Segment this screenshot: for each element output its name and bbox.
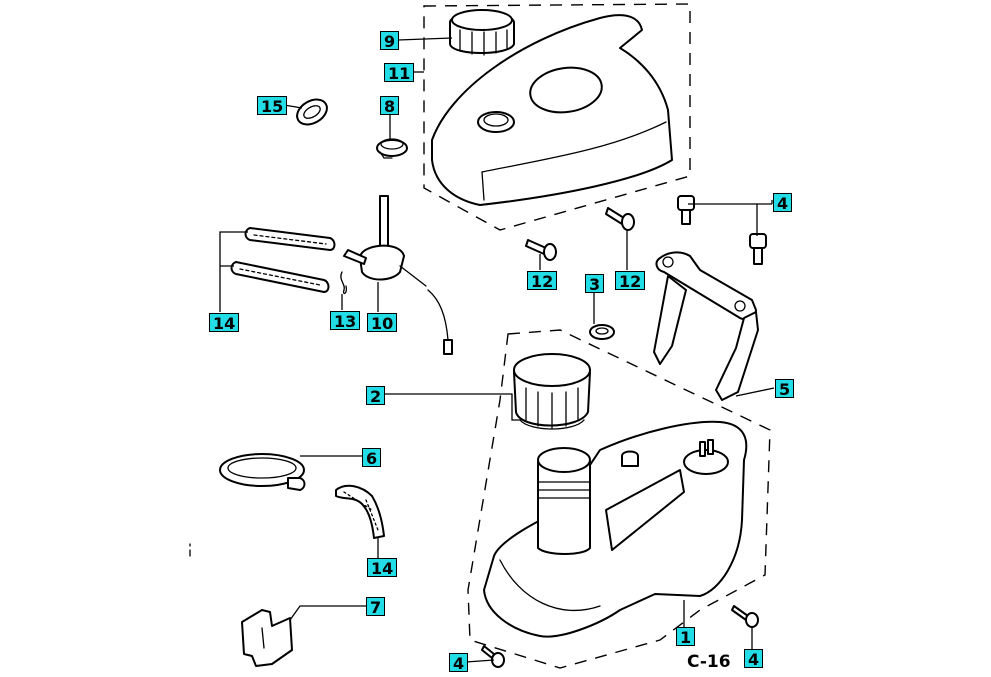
callout-13[interactable]: 13 (330, 311, 361, 331)
fuel-tank-part (483, 420, 748, 638)
callout-5[interactable]: 5 (775, 379, 795, 399)
callout-4-bottom-left[interactable]: 4 (449, 653, 469, 673)
upper-fuel-cap-part (449, 9, 515, 56)
callout-15[interactable]: 15 (257, 96, 288, 116)
callout-10[interactable]: 10 (367, 313, 398, 333)
lower-group-boundary (467, 329, 771, 669)
callout-12-left[interactable]: 12 (527, 271, 558, 291)
grommet-part (296, 98, 328, 126)
screw-right-part (605, 207, 635, 231)
bolt-bottom-right-part (731, 605, 759, 628)
callout-7[interactable]: 7 (366, 597, 386, 617)
callout-14-upper[interactable]: 14 (209, 313, 240, 333)
page-code: C-16 (687, 652, 731, 672)
clamp-part (241, 609, 293, 667)
callout-8[interactable]: 8 (380, 96, 400, 116)
cushion-rubber-part (589, 324, 615, 340)
fuel-cap-part (513, 353, 591, 430)
callout-11[interactable]: 11 (384, 63, 415, 83)
band-part (219, 453, 306, 491)
callout-4-upper[interactable]: 4 (773, 193, 793, 213)
bolt-bottom-left-part (481, 645, 505, 668)
hose-clamp-part (376, 138, 408, 159)
fuel-hose-upper-part (230, 227, 336, 293)
callout-12-right[interactable]: 12 (615, 271, 646, 291)
callout-1[interactable]: 1 (676, 627, 696, 647)
callout-2[interactable]: 2 (366, 386, 386, 406)
upper-group-boundary (423, 3, 691, 231)
callout-14-lower[interactable]: 14 (367, 558, 398, 578)
screw-left-part (525, 239, 557, 261)
callout-4-bottom-right[interactable]: 4 (744, 649, 764, 669)
callout-3[interactable]: 3 (585, 274, 605, 294)
fuel-cock-part (343, 195, 453, 355)
callout-9[interactable]: 9 (380, 31, 400, 51)
bolt-upper-part (677, 195, 695, 225)
callout-6[interactable]: 6 (362, 448, 382, 468)
fuel-hose-lower-part (335, 484, 385, 539)
tank-cover-part (431, 14, 673, 206)
leader-lines (219, 37, 775, 663)
bracket-part (653, 251, 759, 401)
bolt-right-part (749, 233, 767, 265)
clip-part (340, 271, 348, 295)
